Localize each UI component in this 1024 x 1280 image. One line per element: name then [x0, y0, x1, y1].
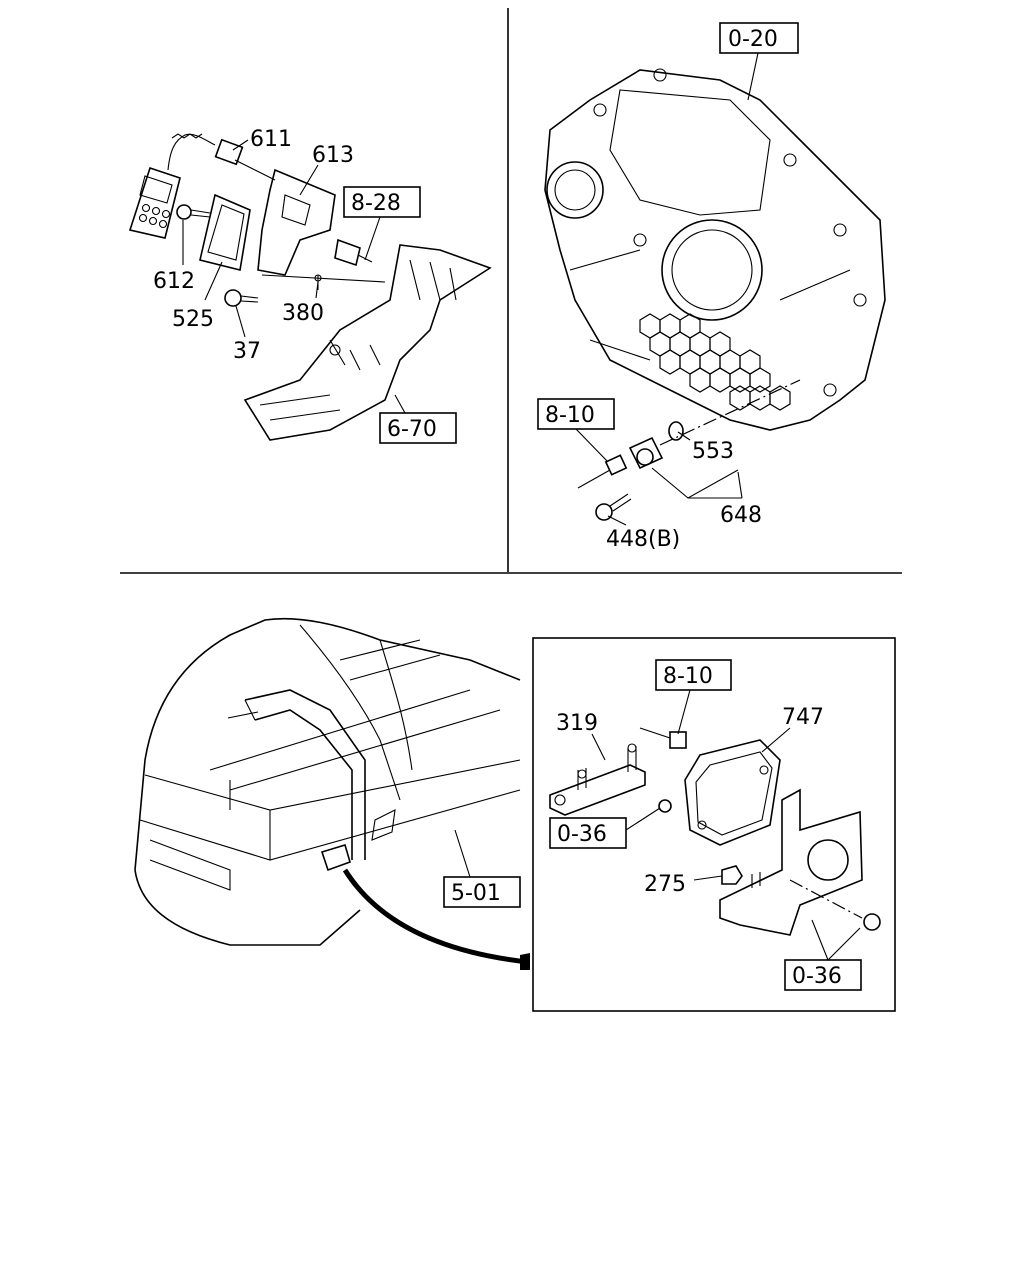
part-label-37: 37	[233, 339, 261, 364]
controller-unit-drawing	[199, 193, 251, 271]
ref-box-8-10-top[interactable]: 8-10	[545, 403, 595, 428]
sensor-drawing	[334, 238, 373, 267]
part-label-613: 613	[312, 143, 354, 168]
ref-box-8-28[interactable]: 8-28	[351, 191, 401, 216]
detail-labels: 8-10 319 747 0-36 275 0-36	[549, 659, 862, 991]
part-label-380: 380	[282, 301, 324, 326]
under-cover-drawing	[243, 244, 492, 441]
part-label-319: 319	[556, 711, 598, 736]
top-left-drawing	[128, 133, 492, 441]
part-label-747: 747	[782, 705, 824, 730]
ref-box-0-36-nut[interactable]: 0-36	[557, 822, 607, 847]
truck-cab-drawing	[134, 617, 521, 946]
ref-box-5-01[interactable]: 5-01	[451, 881, 501, 906]
detail-frame	[532, 637, 896, 1012]
part-label-611: 611	[250, 127, 292, 152]
bracket-drawing	[257, 168, 336, 276]
part-label-275: 275	[644, 872, 686, 897]
part-label-612: 612	[153, 269, 195, 294]
hand-controller-drawing	[128, 133, 276, 239]
part-label-553: 553	[692, 439, 734, 464]
part-label-648: 648	[720, 503, 762, 528]
top-right-labels: 0-20 8-10 553 648 448(B)	[537, 22, 799, 552]
ref-box-0-20[interactable]: 0-20	[728, 27, 778, 52]
honeycomb-pattern	[639, 313, 791, 411]
detail-drawing	[549, 727, 881, 936]
bolt-612-drawing	[176, 204, 211, 220]
ref-box-0-36-bolt[interactable]: 0-36	[792, 964, 842, 989]
ref-box-8-10-detail[interactable]: 8-10	[663, 664, 713, 689]
ref-box-6-70[interactable]: 6-70	[387, 417, 437, 442]
part-label-448b: 448(B)	[606, 527, 680, 552]
bolt-37-drawing	[224, 289, 259, 307]
top-left-labels: 611 613 612 525 380 37 8-28 6-70	[153, 127, 457, 444]
part-label-525: 525	[172, 307, 214, 332]
sensor-648-drawing	[577, 379, 801, 521]
detail-callout-arrow	[342, 868, 529, 965]
flywheel-housing-drawing	[544, 68, 886, 431]
